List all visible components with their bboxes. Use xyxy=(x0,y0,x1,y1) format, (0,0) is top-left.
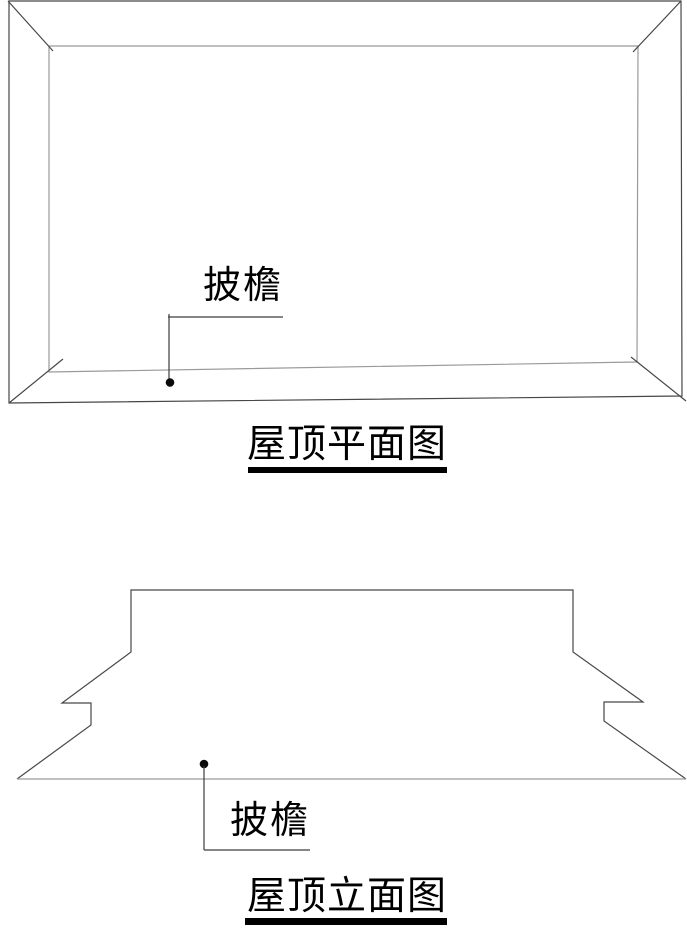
elevation-callout-label: 披檐 xyxy=(229,798,310,842)
hip-line-top-left xyxy=(7,0,54,52)
hip-line-bottom-right xyxy=(630,356,687,402)
plan-title-underline xyxy=(248,467,447,473)
roof-plan-inner-ridge-outline xyxy=(48,45,639,373)
plan-callout-dot xyxy=(165,378,175,387)
hip-line-top-right xyxy=(632,0,682,53)
elevation-title-underline xyxy=(245,918,447,925)
roof-elevation-drawing xyxy=(16,589,687,851)
elevation-callout-dot xyxy=(199,759,209,769)
elevation-callout-leader xyxy=(199,759,310,851)
hip-line-bottom-left xyxy=(8,358,64,404)
plan-callout-leader xyxy=(165,314,283,387)
roof-plan-drawing xyxy=(7,0,687,404)
plan-callout-label: 披檐 xyxy=(202,263,283,307)
roof-elevation-silhouette xyxy=(16,589,687,780)
roof-plan-outer-eave-outline xyxy=(8,0,683,404)
plan-title: 屋顶平面图 xyxy=(247,422,448,467)
elevation-title: 屋顶立面图 xyxy=(247,874,448,919)
